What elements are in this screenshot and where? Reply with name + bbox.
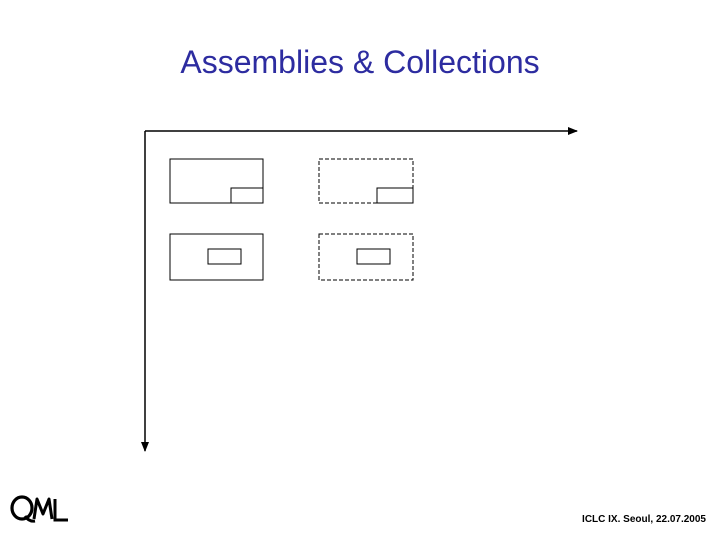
inner-center-rect xyxy=(207,248,242,265)
solid-box-center-part xyxy=(169,233,264,281)
outer-solid-rect xyxy=(169,233,264,281)
slide-title: Assemblies & Collections xyxy=(180,44,540,80)
outer-solid-rect xyxy=(169,158,264,204)
footer-conference-info: ICLC IX. Seoul, 22.07.2005 xyxy=(582,514,706,525)
qml-logo xyxy=(10,495,68,523)
inner-center-rect xyxy=(356,248,391,265)
solid-box-corner-part xyxy=(169,158,264,204)
dashed-box-corner-part xyxy=(318,158,414,204)
outer-dashed-rect xyxy=(318,158,414,204)
inner-corner-rect xyxy=(230,187,264,204)
inner-corner-rect xyxy=(376,187,414,204)
outer-dashed-rect xyxy=(318,233,414,281)
dashed-box-center-part xyxy=(318,233,414,281)
